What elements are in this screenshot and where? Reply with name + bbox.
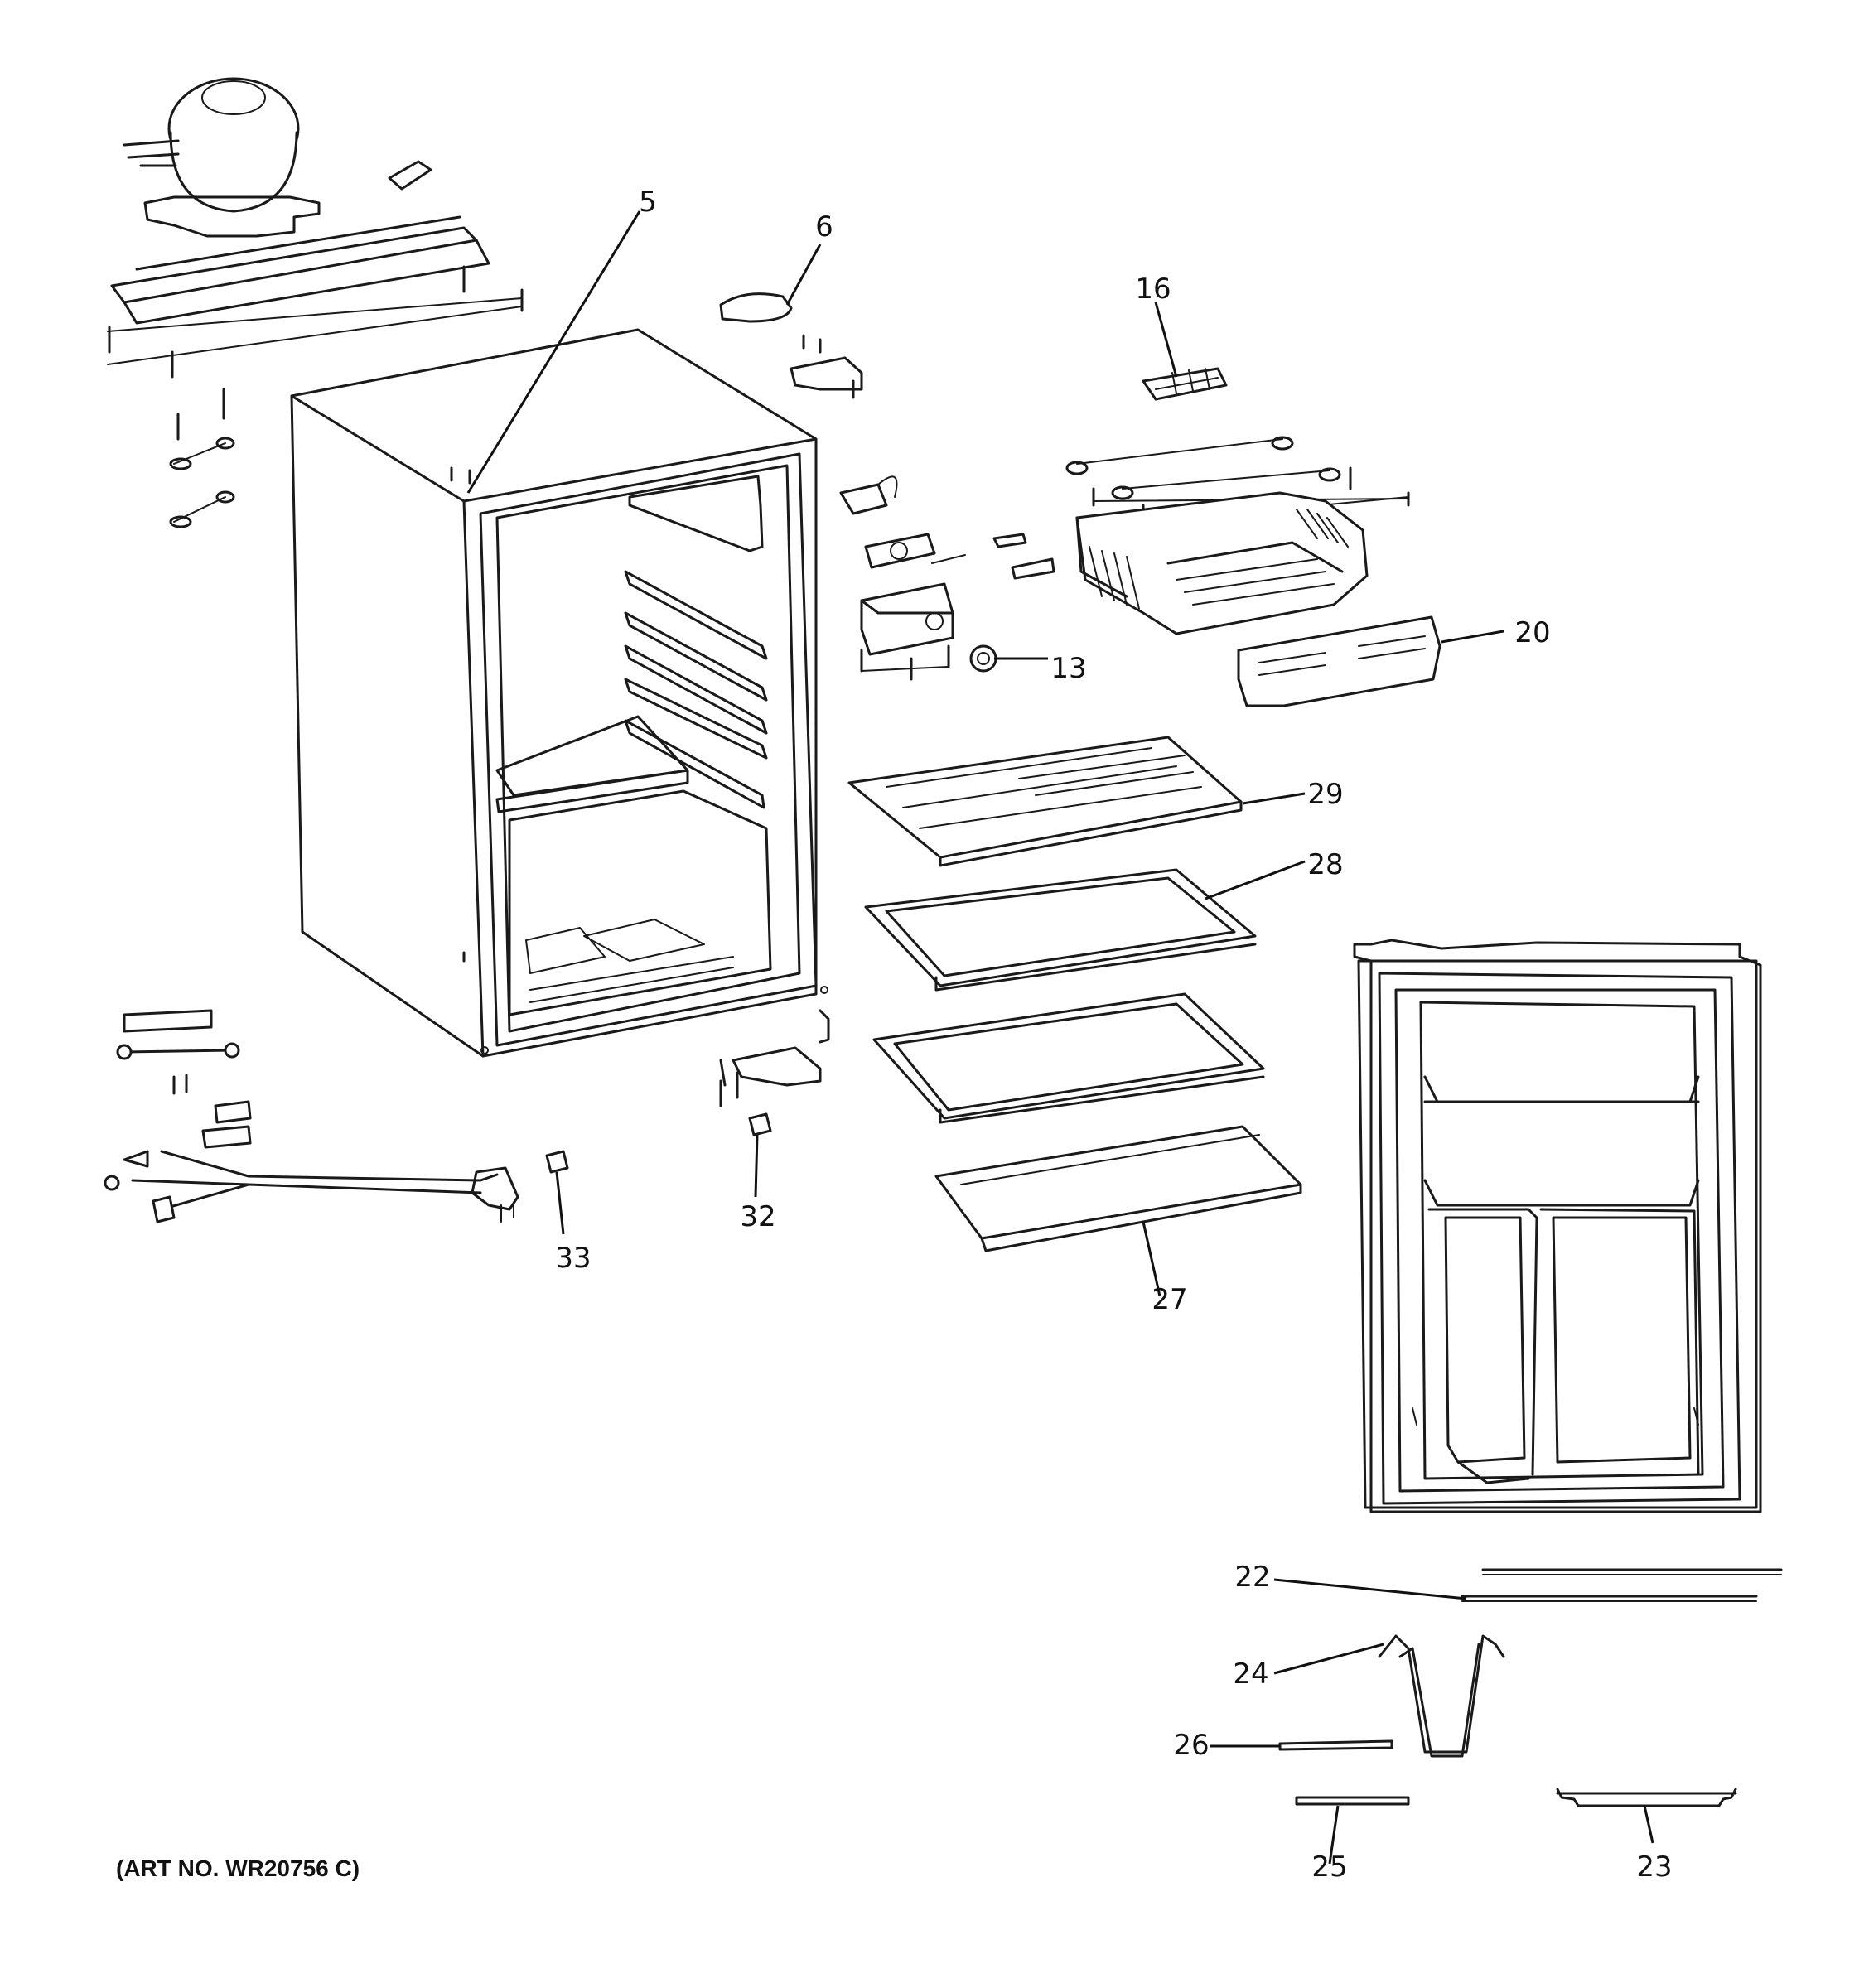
callout-24: 24	[1233, 1657, 1268, 1691]
fastener-stack-left	[169, 388, 235, 528]
callout-6: 6	[815, 210, 833, 244]
callout-33: 33	[555, 1242, 591, 1275]
callout-25: 25	[1311, 1850, 1347, 1884]
freezer-shelf	[847, 736, 1243, 867]
callout-20: 20	[1514, 616, 1550, 649]
ice-tray	[1142, 367, 1228, 401]
compressor-mounting-rail	[107, 215, 524, 379]
callout-29: 29	[1307, 778, 1343, 811]
callout-28: 28	[1307, 848, 1343, 881]
door-hinge-bracket	[1556, 1788, 1737, 1807]
thermostat-assembly	[839, 475, 1055, 681]
callout-23: 23	[1636, 1850, 1672, 1884]
callout-16: 16	[1135, 273, 1171, 306]
art-number: (ART NO. WR20756 C)	[116, 1855, 360, 1881]
callout-13: 13	[1050, 652, 1086, 685]
lower-hinge	[545, 1009, 830, 1174]
refrigerator-cabinet	[290, 328, 828, 1058]
callout-22: 22	[1234, 1561, 1270, 1594]
evaporator-door	[1237, 615, 1441, 707]
crisper-cover	[934, 1125, 1302, 1252]
hinge-cover	[719, 292, 863, 399]
door-gasket-strips	[1461, 1568, 1783, 1602]
callout-5: 5	[639, 186, 657, 219]
refrigerator-door	[1353, 939, 1762, 1513]
callout-26: 26	[1173, 1729, 1209, 1762]
compressor	[123, 77, 432, 238]
callout-labels: 5 6 13 16 20 22 23 24 25 26 27 28 29 32 …	[555, 186, 1672, 1884]
freezer-evaporator	[1065, 436, 1410, 635]
callout-32: 32	[740, 1200, 775, 1233]
door-spacer	[1295, 1796, 1410, 1806]
glass-shelf-lower	[872, 992, 1265, 1124]
power-cord-assembly	[104, 1009, 519, 1223]
door-handle-bracket	[1378, 1634, 1505, 1758]
callout-27: 27	[1152, 1283, 1187, 1316]
leader-lines	[466, 210, 1654, 1865]
glass-shelf-upper	[864, 868, 1257, 992]
door-stop-pin	[1278, 1740, 1393, 1751]
